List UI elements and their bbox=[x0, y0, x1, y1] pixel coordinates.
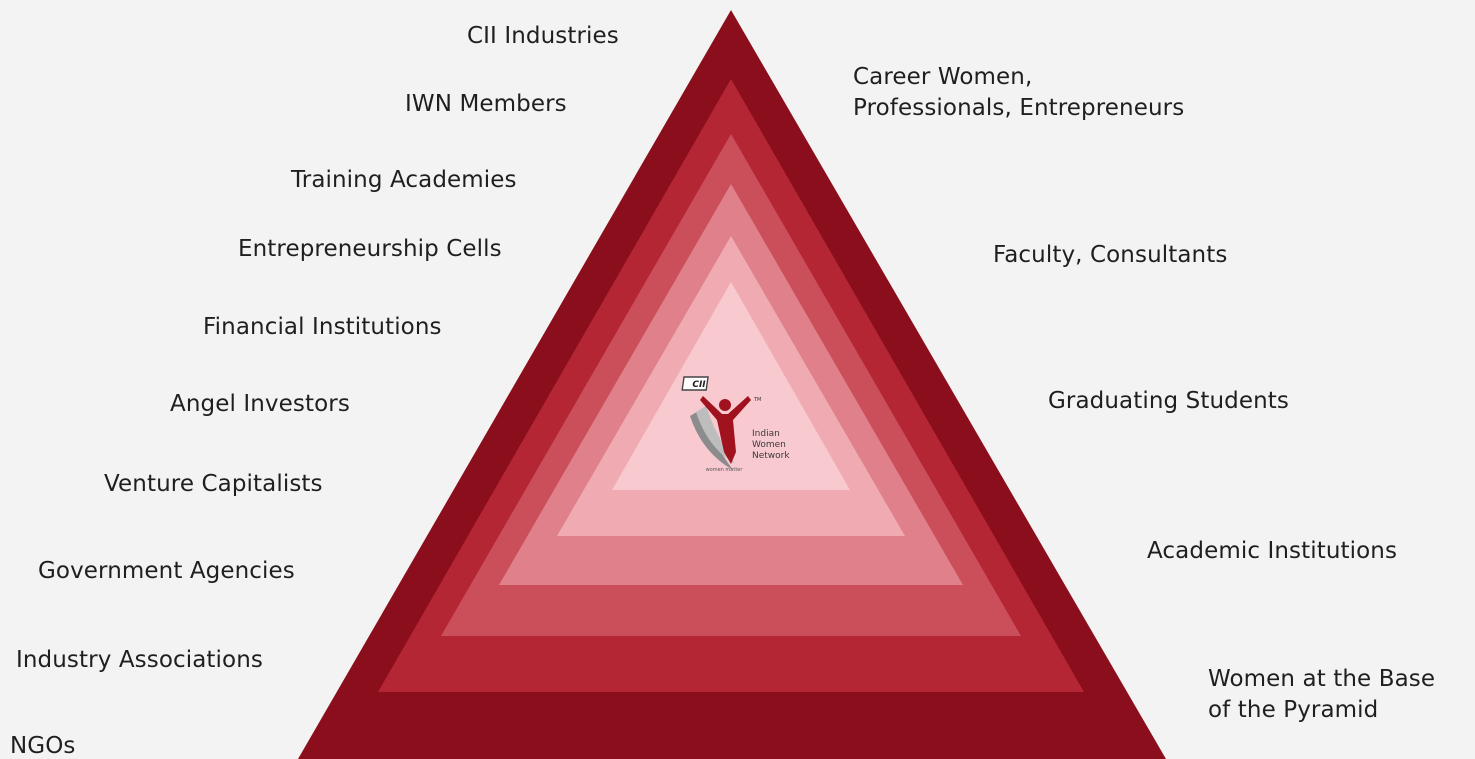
trademark-mark: TM bbox=[753, 397, 761, 403]
logo-name-line-3: Network bbox=[752, 451, 790, 461]
left-label-angel-investors: Angel Investors bbox=[170, 391, 350, 417]
right-label-graduating-students-line-1: Graduating Students bbox=[1048, 388, 1289, 414]
right-label-faculty-consultants-line-1: Faculty, Consultants bbox=[993, 242, 1228, 268]
cii-badge-box bbox=[681, 376, 709, 391]
right-label-women-base-pyramid-line-1: Women at the Base bbox=[1208, 666, 1436, 692]
iwn-logo: CII TM Indian Women Network women matter bbox=[681, 376, 790, 473]
left-label-iwn-members: IWN Members bbox=[405, 91, 567, 117]
left-label-ngos: NGOs bbox=[10, 733, 76, 759]
left-label-entrepreneurship-cells: Entrepreneurship Cells bbox=[238, 236, 502, 262]
left-label-government-agencies: Government Agencies bbox=[38, 558, 295, 584]
left-label-financial-institutions: Financial Institutions bbox=[203, 314, 442, 340]
right-label-women-base-pyramid-line-2: of the Pyramid bbox=[1208, 697, 1379, 723]
right-label-women-base-pyramid: Women at the Base of the Pyramid bbox=[1208, 664, 1435, 726]
right-label-career-women-line-1: Career Women, bbox=[853, 64, 1033, 90]
logo-name-line-2: Women bbox=[752, 440, 786, 450]
logo-figure-body bbox=[700, 396, 751, 464]
logo-tagline: women matter bbox=[706, 467, 744, 473]
left-label-industry-associations: Industry Associations bbox=[16, 647, 263, 673]
left-label-venture-capitalists: Venture Capitalists bbox=[104, 471, 323, 497]
cii-badge-text: CII bbox=[692, 380, 706, 390]
right-label-graduating-students: Graduating Students bbox=[1048, 386, 1289, 417]
left-label-training-academies: Training Academies bbox=[291, 167, 517, 193]
right-label-career-women-line-2: Professionals, Entrepreneurs bbox=[853, 95, 1185, 121]
left-label-cii-industries: CII Industries bbox=[467, 23, 619, 49]
right-label-career-women: Career Women, Professionals, Entrepreneu… bbox=[853, 62, 1184, 124]
pyramid-layer-6 bbox=[612, 282, 850, 490]
logo-figure-head bbox=[719, 399, 731, 411]
right-label-faculty-consultants: Faculty, Consultants bbox=[993, 240, 1227, 271]
right-label-academic-institutions-line-1: Academic Institutions bbox=[1147, 538, 1398, 564]
right-label-academic-institutions: Academic Institutions bbox=[1147, 536, 1397, 567]
logo-name-line-1: Indian bbox=[752, 429, 780, 439]
